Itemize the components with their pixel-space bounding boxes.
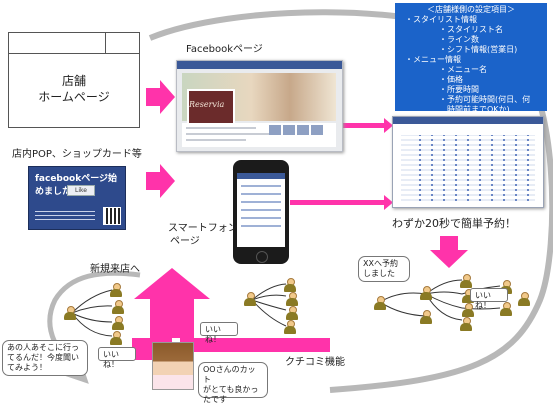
pop-card-like-button: Like <box>67 185 95 196</box>
shop-homepage-box: 店舗 ホームページ <box>8 32 140 128</box>
facebook-page-brand: Reservia <box>189 100 225 109</box>
settings-menu-name: ・メニュー名 <box>439 65 487 74</box>
person-icon <box>112 300 124 314</box>
smartphone-image <box>233 160 289 264</box>
settings-heading: ＜店舗様側の設定項目＞ <box>427 5 515 14</box>
pop-card-image: facebookページ始めました。 Like <box>28 166 126 230</box>
speech-ask-line1: あの人あそこに行っ <box>7 343 79 352</box>
settings-duration: ・所要時間 <box>439 85 479 94</box>
speech-ask-line2: てるんだ！今度聞い <box>7 353 79 362</box>
review-line3: たです <box>203 395 227 404</box>
person-icon <box>462 303 474 317</box>
homepage-title-line1: 店舗 <box>61 74 86 88</box>
person-icon <box>518 292 530 306</box>
settings-price: ・価格 <box>439 75 463 84</box>
person-icon <box>244 292 256 306</box>
like-bubble-middle: いいね！ <box>200 322 238 344</box>
settings-line-count: ・ライン数 <box>439 35 479 44</box>
settings-stylist-name: ・スタイリスト名 <box>439 25 503 34</box>
facebook-page-label: Facebookページ <box>186 44 263 55</box>
person-icon <box>284 320 296 334</box>
person-icon <box>110 283 122 297</box>
like-bubble-left: いいね！ <box>98 347 136 369</box>
speech-bubble-ask: あの人あそこに行っ てるんだ！今度聞い てみよう！ <box>2 340 88 376</box>
smartphone-label-line1: スマートフォン <box>168 223 238 234</box>
person-icon <box>460 317 472 331</box>
pop-card-title: facebookページ始めました。 <box>35 174 118 197</box>
person-icon <box>500 302 512 316</box>
smartphone-label: スマートフォン ページ <box>168 222 238 248</box>
review-line1: OOさんのカット <box>203 365 256 384</box>
smartphone-label-line2: ページ <box>170 236 200 247</box>
person-icon <box>286 292 298 306</box>
reserved-line1: XXへ予約 <box>363 259 398 268</box>
person-icon <box>420 286 432 300</box>
settings-booking-window: ・予約可能時間(何日、何 <box>439 95 531 104</box>
person-icon <box>64 306 76 320</box>
person-icon <box>286 306 298 320</box>
qr-code-icon <box>103 207 121 225</box>
reserved-line2: しました <box>363 269 395 278</box>
person-icon <box>460 274 472 288</box>
speech-bubble-reserved: XXへ予約 しました <box>358 256 410 282</box>
word-of-mouth-label: クチコミ機能 <box>285 357 345 368</box>
homepage-title-line2: ホームページ <box>38 90 110 104</box>
person-icon <box>110 331 122 345</box>
settings-booking-window-cont: 時間前までOKか) <box>447 105 510 114</box>
speech-bubble-review: OOさんのカット がとても良かっ たです <box>198 362 268 404</box>
new-visit-label: 新規来店へ <box>90 264 140 275</box>
settings-stylist-info: ・スタイリスト情報 <box>405 15 477 24</box>
review-line2: がとても良かっ <box>203 385 259 394</box>
like-bubble-right: いいね！ <box>470 288 508 310</box>
person-icon <box>112 316 124 330</box>
settings-shift-info: ・シフト情報(営業日) <box>439 45 518 54</box>
shop-settings-info-box: ＜店舗様側の設定項目＞ ・スタイリスト情報 ・スタイリスト名 ・ライン数 ・シフ… <box>395 3 547 114</box>
facebook-page-screenshot: Reservia <box>176 60 343 152</box>
person-icon <box>374 296 386 310</box>
booking-caption: わずか20秒で簡単予約！ <box>392 217 516 230</box>
speech-ask-line3: てみよう！ <box>7 363 47 372</box>
settings-menu-info: ・メニュー情報 <box>405 55 461 64</box>
person-icon <box>284 278 296 292</box>
person-icon <box>420 310 432 324</box>
reviewer-photo <box>152 342 194 390</box>
pop-card-label: 店内POP、ショップカード等 <box>12 149 142 160</box>
booking-page-screenshot <box>392 116 544 208</box>
